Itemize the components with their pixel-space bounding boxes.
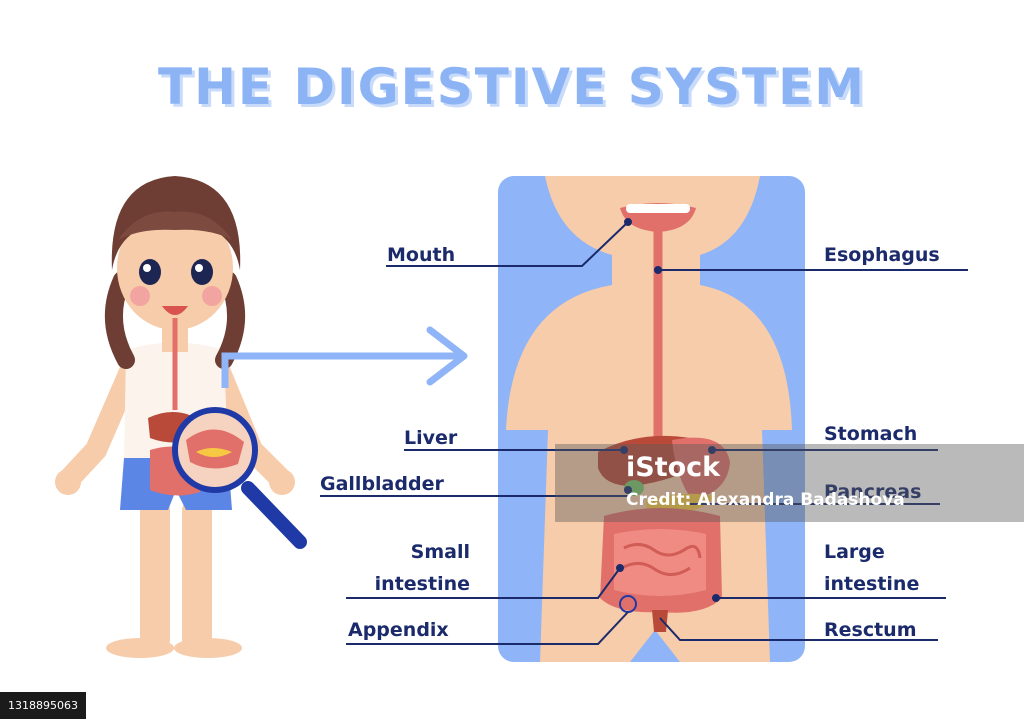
magnifier-icon xyxy=(172,407,307,549)
play-icon xyxy=(975,468,1003,498)
leader-lines xyxy=(320,218,968,645)
label-small-intestine-line2: intestine xyxy=(374,573,470,595)
label-large-intestine-line1: Large xyxy=(824,541,885,563)
label-gallbladder: Gallbladder xyxy=(320,473,444,495)
label-rectum: Resctum xyxy=(824,619,917,641)
girl-figure xyxy=(55,176,295,658)
label-pancreas: Pancreas xyxy=(824,481,922,503)
label-large-intestine-line2: intestine xyxy=(824,573,920,595)
arrow-right-icon xyxy=(221,326,468,388)
page-title: THE DIGESTIVE SYSTEM xyxy=(157,58,867,116)
watermark-logo: iStock xyxy=(626,452,721,483)
label-appendix: Appendix xyxy=(348,619,449,641)
stock-id: 1318895063 xyxy=(0,692,86,719)
watermark-credit: Credit: Alexandra Badashova xyxy=(626,490,905,510)
label-esophagus: Esophagus xyxy=(824,244,940,266)
label-small-intestine-line1: Small xyxy=(410,541,470,563)
label-liver: Liver xyxy=(404,427,458,449)
label-mouth: Mouth xyxy=(387,244,456,266)
body-panel xyxy=(498,176,805,662)
label-stomach: Stomach xyxy=(824,423,918,445)
watermark-bar xyxy=(555,444,1024,522)
